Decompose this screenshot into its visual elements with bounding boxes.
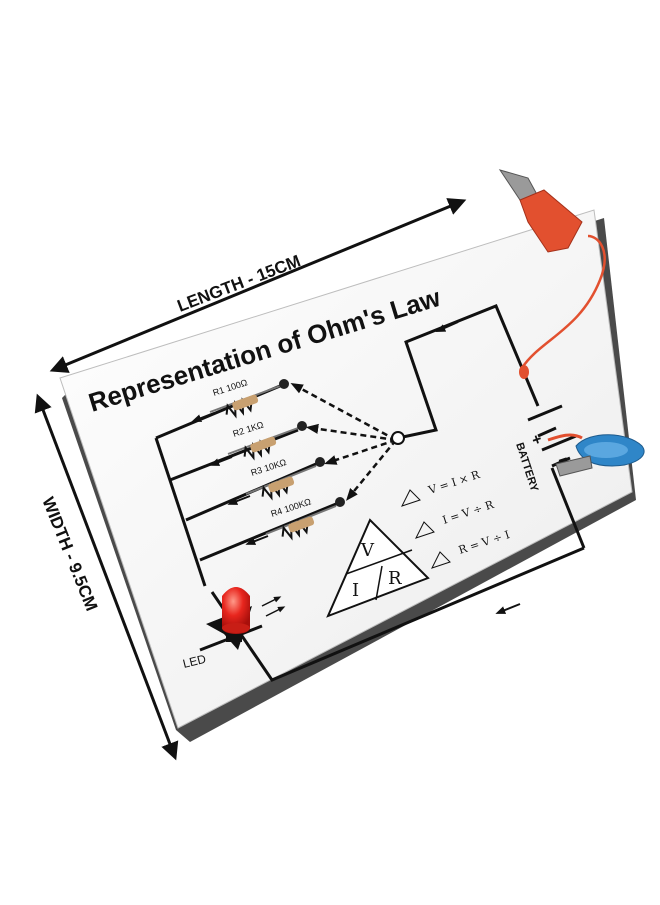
led: LED xyxy=(181,587,286,671)
board xyxy=(59,209,636,742)
length-label: LENGTH - 15CM xyxy=(175,251,303,315)
triangle-r: R xyxy=(388,568,402,589)
wire-arrows xyxy=(191,321,521,614)
triangle-i: I xyxy=(352,580,359,601)
blue-clip xyxy=(547,433,645,477)
led-label: LED xyxy=(181,652,207,671)
board-surface xyxy=(59,209,633,729)
triangle-v: V xyxy=(360,540,375,561)
ohms-law-triangle: V I R xyxy=(326,518,430,618)
red-clip xyxy=(498,169,606,379)
selector-lines xyxy=(290,383,397,501)
width-label: WIDTH - 9.5CM xyxy=(38,494,101,613)
selector-terminal xyxy=(391,431,405,445)
